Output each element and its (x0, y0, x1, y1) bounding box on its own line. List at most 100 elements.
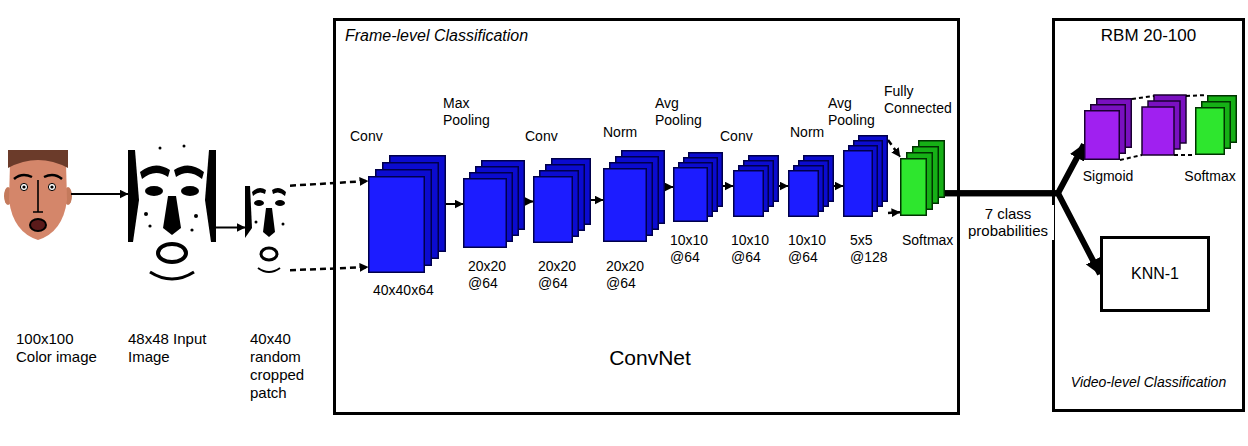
layer-stack: Conv20x20 @64 (533, 158, 591, 243)
rbm-dashed-links-part (1186, 95, 1207, 96)
connector-line (290, 181, 368, 186)
frame-footer: Video-level Classification (1055, 374, 1242, 391)
classifier-box: KNN-1 (1100, 236, 1210, 312)
binary-face-image-part (163, 196, 181, 235)
binary-face-image-part (144, 212, 148, 216)
feature-map (534, 177, 573, 243)
face-photo-part (44, 175, 62, 179)
connector-line (888, 140, 900, 157)
layer-name: Conv (525, 128, 575, 145)
layer-name: Norm (603, 124, 653, 141)
connector (888, 140, 900, 213)
edge-label: 7 class probabilities (962, 205, 1054, 240)
connector (525, 201, 533, 202)
face-photo-part (33, 180, 43, 212)
feature-map (844, 151, 873, 217)
cropped-patch-image-part (245, 180, 290, 275)
connector (216, 227, 245, 228)
feature-map (674, 168, 708, 222)
cropped-patch-image-part (245, 186, 252, 238)
layer-size: 20x20 @64 (538, 258, 584, 292)
connector (71, 194, 128, 195)
connector-line (290, 267, 368, 270)
image-caption: 48x48 Input Image (128, 330, 212, 366)
connector-line (665, 186, 673, 188)
rbm-hidden-stack-part (1142, 107, 1174, 155)
cropped-patch-image-part (258, 268, 280, 272)
layer-name: Fully Connected (884, 83, 954, 117)
layer-stack: Max Pooling20x20 @64 (463, 160, 525, 248)
connector (665, 187, 673, 188)
feature-map (901, 159, 927, 216)
cropped-patch-image-part (263, 208, 275, 237)
cropped-patch-image-part (261, 248, 277, 260)
frame-footer: ConvNet (560, 345, 740, 370)
connector (290, 181, 368, 270)
binary-face-image (128, 138, 216, 286)
layer-shape (733, 155, 779, 217)
layer-size: 20x20 @64 (468, 258, 514, 292)
face-photo-part (20, 183, 27, 190)
layer-shape (788, 155, 834, 217)
feature-map (789, 171, 819, 217)
layer-stack: Avg Pooling5x5 @128 (843, 135, 888, 217)
layer-size: 5x5 @128 (850, 232, 894, 266)
connector (945, 145, 1084, 194)
binary-face-image-part (159, 147, 162, 150)
binary-face-image-part (190, 228, 193, 231)
layer-shape (673, 152, 723, 222)
connector-line (723, 185, 733, 187)
connector-line (525, 201, 533, 203)
binary-face-image-part (140, 165, 170, 179)
layer-stack: Avg Pooling10x10 @64 (673, 152, 723, 222)
connector (779, 186, 788, 187)
connector-line (71, 193, 128, 195)
layer-size: 10x10 @64 (670, 232, 716, 266)
frame-title: Frame-level Classification (345, 26, 665, 45)
box-label: KNN-1 (1131, 264, 1179, 283)
layer-shape (533, 158, 591, 243)
connector (591, 200, 603, 201)
layer-shape (1084, 98, 1132, 160)
layer-shape (843, 135, 888, 217)
image-caption: 40x40 random cropped patch (250, 330, 316, 402)
cropped-patch-image-part (272, 188, 286, 196)
cropped-patch-image-part (254, 200, 264, 206)
connector-line (945, 193, 1100, 274)
layer-size: Softmax (902, 232, 956, 249)
feature-map (1196, 108, 1225, 155)
binary-face-image-part (128, 138, 216, 286)
layer-shape (1195, 95, 1237, 155)
layer-name: Conv (350, 128, 410, 145)
frame-box: RBM 20-100Video-level ClassificationSigm… (1052, 18, 1245, 412)
layer-name: Max Pooling (443, 95, 501, 129)
connector (446, 204, 463, 205)
layer-name: Avg Pooling (828, 95, 883, 129)
connector (723, 186, 733, 187)
layer-shape (900, 140, 945, 216)
binary-face-image-part (158, 244, 186, 262)
cropped-patch-image-part (275, 200, 285, 206)
face-photo-part (48, 183, 55, 190)
binary-face-image-part (150, 272, 194, 279)
binary-face-image-part (145, 186, 163, 196)
layer-name: Sigmoid (1076, 168, 1140, 185)
face-photo-part (14, 175, 32, 179)
connector-line (945, 145, 1084, 194)
connector (945, 193, 1100, 274)
rbm-dashed-links-part (1120, 155, 1142, 160)
connector-line (591, 199, 603, 201)
face-photo-part (8, 150, 68, 168)
layer-shape (463, 160, 525, 248)
cropped-patch-image-part (255, 221, 258, 224)
rbm-stack: Sigmoid (1084, 98, 1132, 160)
rbm-dashed-links-part (1132, 96, 1154, 99)
rbm-stack: Softmax (1195, 95, 1237, 155)
connector-line (216, 227, 245, 229)
cropped-patch-image-part (282, 223, 285, 226)
binary-face-image-part (174, 165, 204, 179)
face-photo-part (22, 185, 25, 188)
layer-size: 40x40x64 (373, 282, 453, 299)
layer-name: Avg Pooling (655, 95, 713, 129)
